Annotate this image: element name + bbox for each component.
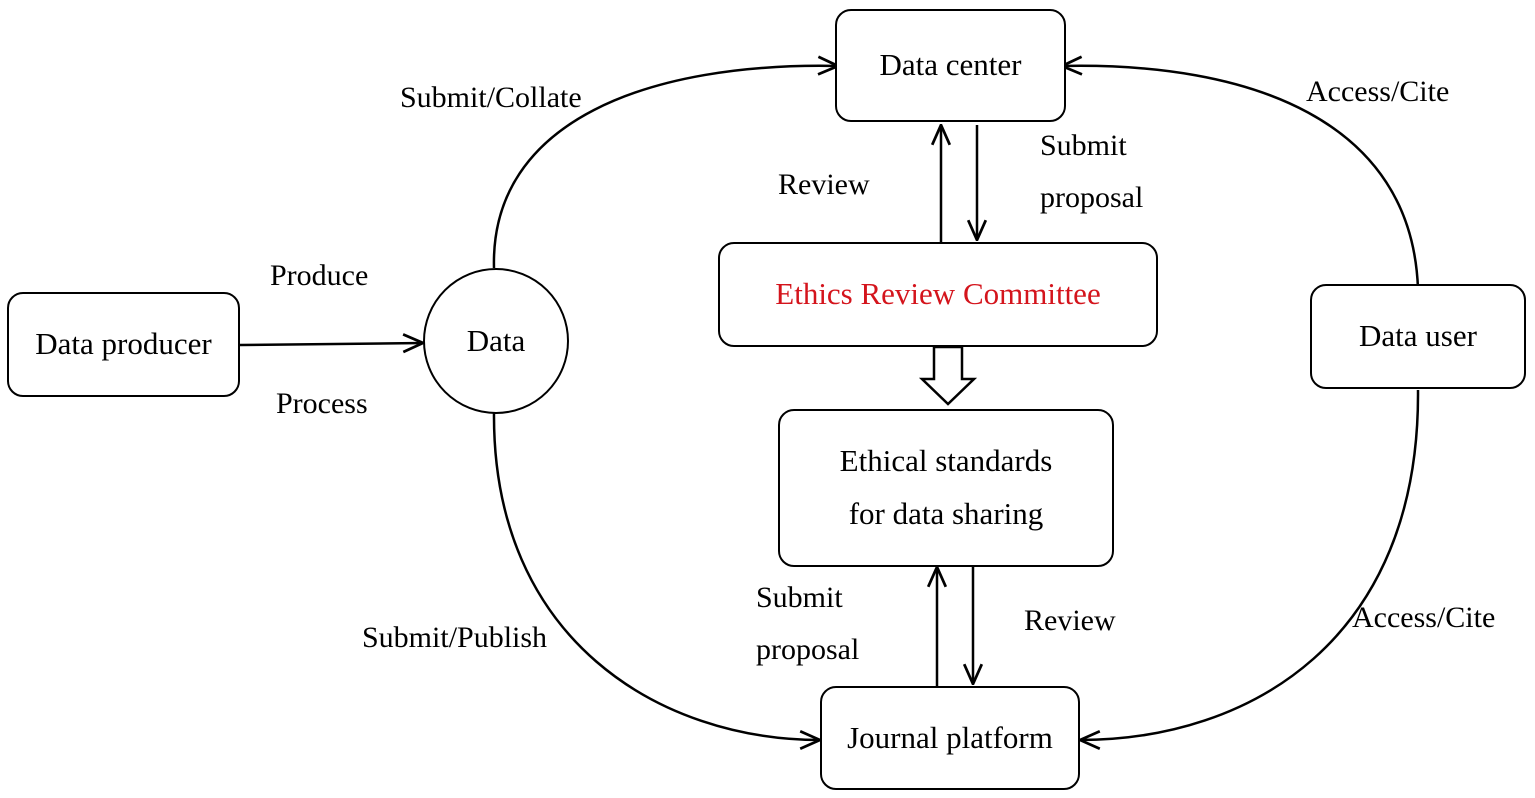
ethical-standards-line-2: for data sharing xyxy=(848,496,1044,531)
ethical-standards-line-1: Ethical standards xyxy=(839,443,1053,479)
edge-label-access-cite-bottom: Access/Cite xyxy=(1352,601,1496,634)
edge-label-process: Process xyxy=(276,387,368,420)
data-center-node: Data center xyxy=(835,9,1066,122)
edge-label-review-bottom: Review xyxy=(1024,604,1116,637)
arrow-producer-to-data xyxy=(239,343,423,345)
data-user-node: Data user xyxy=(1310,284,1526,389)
journal-platform-label: Journal platform xyxy=(847,719,1053,755)
data-node: Data xyxy=(423,268,569,414)
data-user-label: Data user xyxy=(1359,318,1477,354)
submit-proposal-bottom-line-2: proposal xyxy=(756,633,860,666)
data-producer-label: Data producer xyxy=(35,326,212,362)
submit-proposal-top-line-2: proposal xyxy=(1040,181,1144,214)
ethics-committee-label: Ethics Review Committee xyxy=(775,276,1101,312)
arrow-user-to-journal xyxy=(1080,389,1420,740)
edge-label-submit-proposal-top: Submit proposal xyxy=(1040,120,1143,224)
data-center-label: Data center xyxy=(879,47,1022,83)
submit-proposal-bottom-line-1: Submit xyxy=(756,581,843,614)
journal-platform-node: Journal platform xyxy=(820,686,1080,790)
edge-label-produce: Produce xyxy=(270,259,369,292)
submit-proposal-top-line-1: Submit xyxy=(1040,129,1127,162)
edge-label-submit-collate: Submit/Collate xyxy=(400,81,582,114)
arrow-user-to-data-center xyxy=(1062,66,1420,290)
arrow-data-to-journal xyxy=(492,411,820,740)
ethical-standards-node: Ethical standards for data sharing xyxy=(778,409,1114,567)
edge-label-review-top: Review xyxy=(778,168,870,201)
arrow-data-to-data-center xyxy=(492,66,838,269)
edge-label-submit-proposal-bottom: Submit proposal xyxy=(756,572,859,676)
ethics-committee-node: Ethics Review Committee xyxy=(718,242,1158,347)
edge-label-submit-publish: Submit/Publish xyxy=(362,621,548,654)
block-arrow-committee-to-standards xyxy=(918,345,978,406)
data-producer-node: Data producer xyxy=(7,292,240,397)
edge-label-access-cite-top: Access/Cite xyxy=(1306,75,1450,108)
data-label: Data xyxy=(466,322,526,358)
